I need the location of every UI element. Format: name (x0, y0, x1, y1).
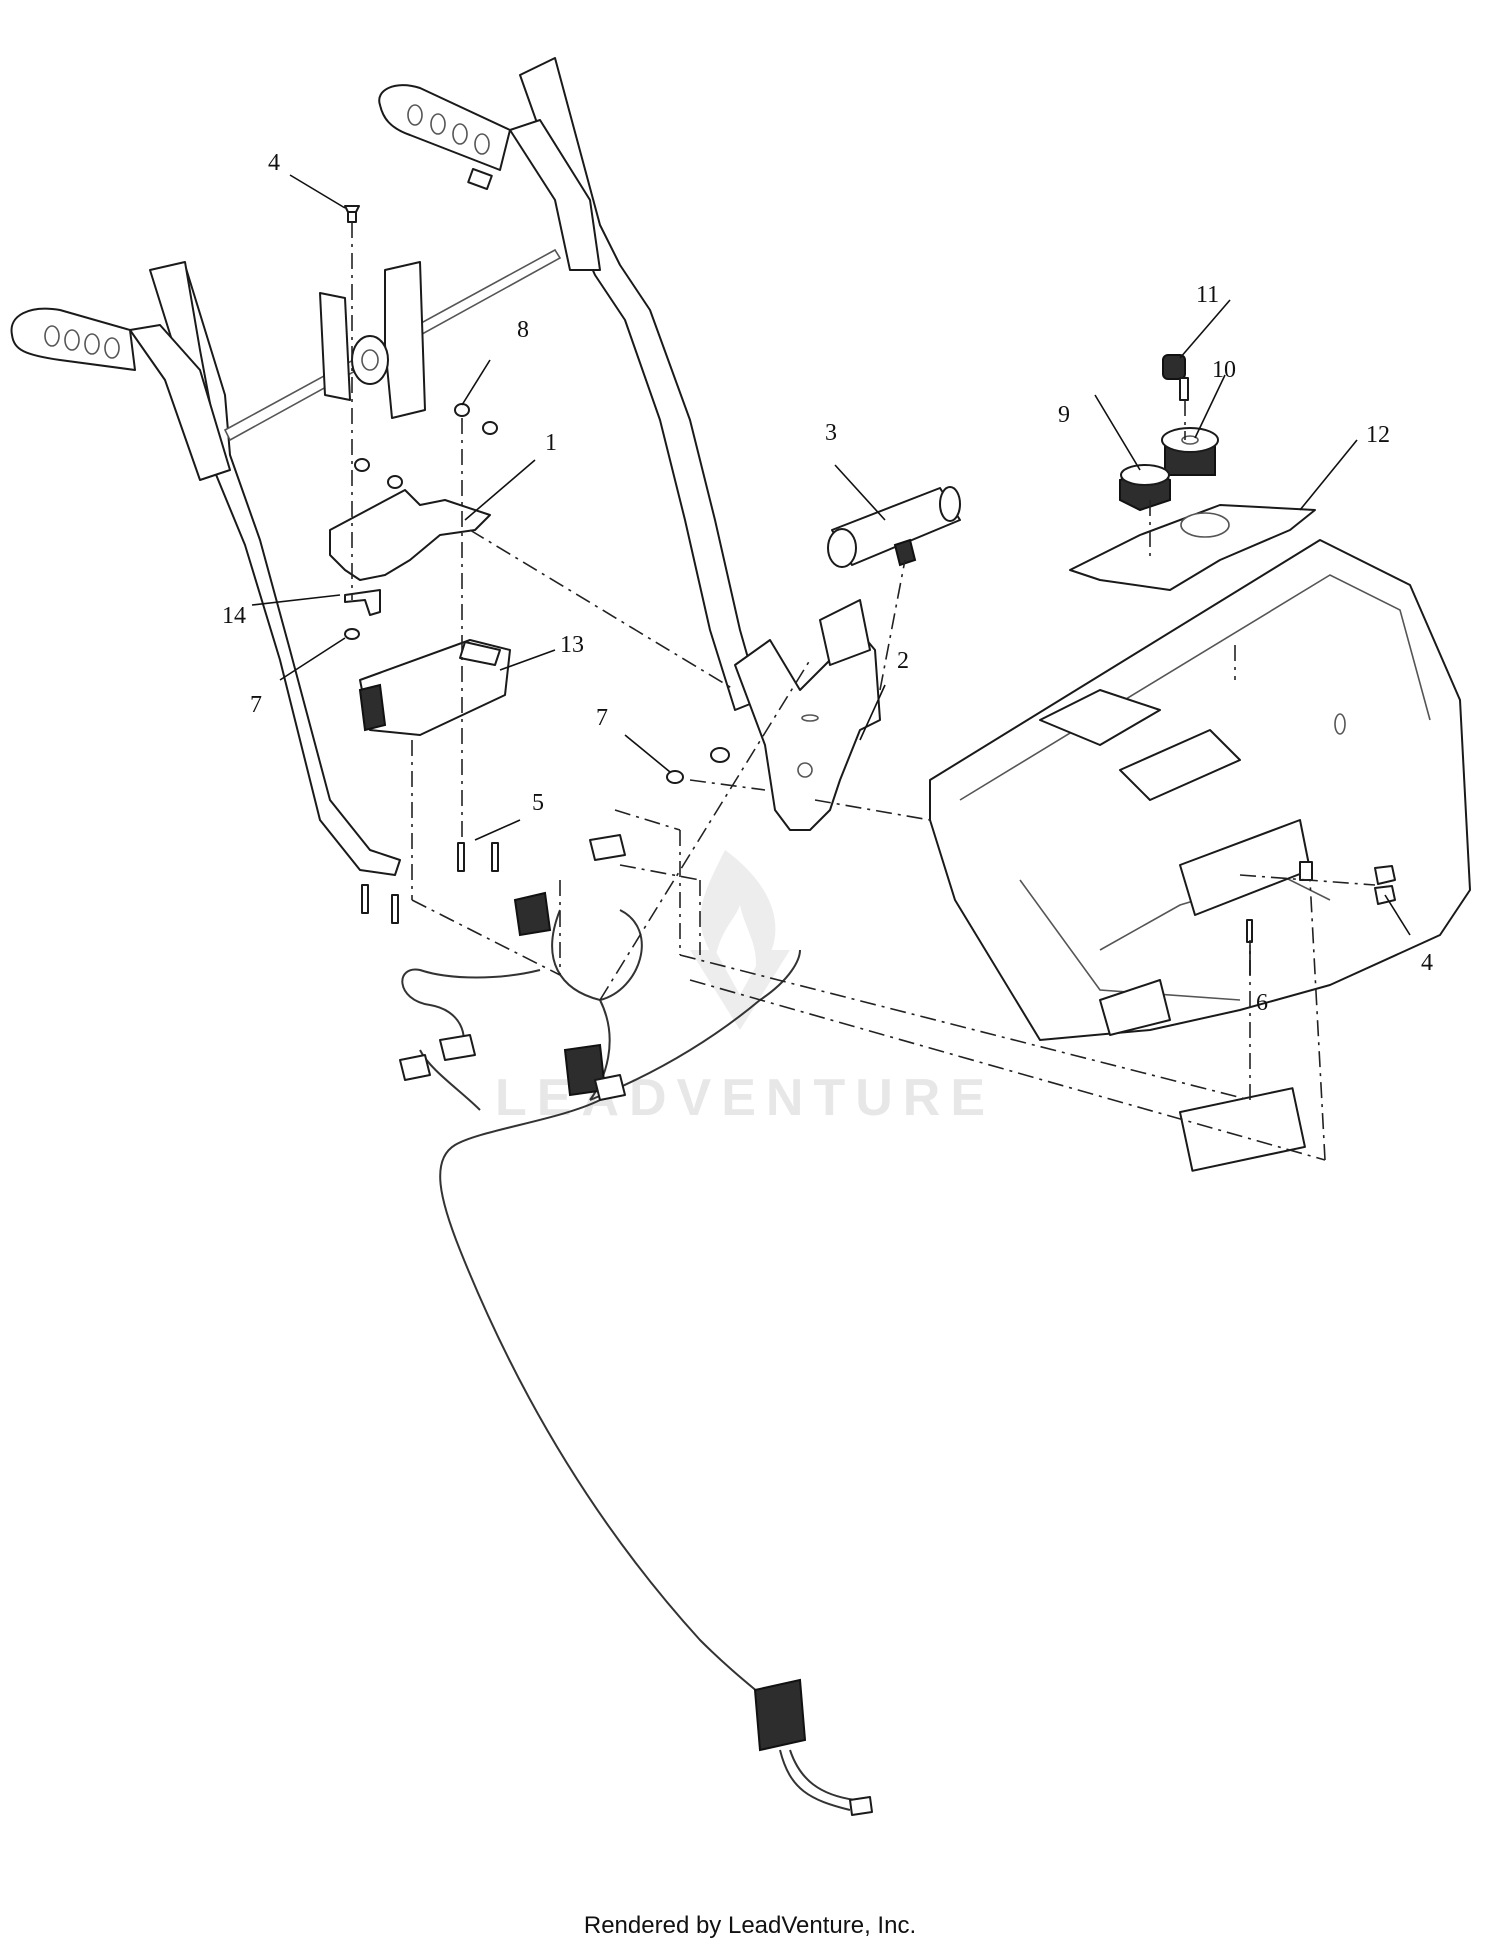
callout-1: 1 (545, 430, 557, 456)
callout-7-left: 7 (250, 692, 262, 718)
console-housing (929, 539, 1471, 1172)
control-module (358, 639, 511, 736)
callout-9: 9 (1058, 402, 1070, 428)
watermark-flame-logo (690, 850, 790, 1030)
headlight (827, 486, 961, 568)
ignition-key (1162, 354, 1189, 401)
callout-2: 2 (897, 648, 909, 674)
callout-8: 8 (517, 317, 529, 343)
callout-4-top: 4 (268, 150, 280, 176)
cable-bracket (319, 261, 426, 419)
callout-12: 12 (1366, 422, 1390, 448)
top-cover-panel (1069, 504, 1316, 591)
wiring-harness (399, 834, 873, 1816)
leader-lines (251, 174, 1411, 975)
callout-3: 3 (825, 420, 837, 446)
callout-7-center: 7 (596, 705, 608, 731)
mounting-bracket (734, 599, 881, 831)
callout-11: 11 (1196, 282, 1219, 308)
fasteners (344, 205, 1396, 943)
callout-10: 10 (1212, 357, 1236, 383)
callout-14: 14 (222, 603, 246, 629)
handlebar-assembly (10, 57, 761, 876)
plate-bracket (329, 489, 491, 581)
callout-5: 5 (532, 790, 544, 816)
callout-4-right: 4 (1421, 950, 1433, 976)
control-knob (1119, 464, 1171, 512)
callout-6: 6 (1256, 990, 1268, 1016)
leadventure-watermark: LEADVENTURE (495, 850, 985, 1127)
callouts: 4 8 1 3 2 7 5 9 10 11 12 13 14 7 6 4 (222, 150, 1433, 1016)
footer-credit: Rendered by LeadVenture, Inc. (583, 1912, 917, 1939)
ignition-switch (1161, 427, 1219, 476)
callout-13: 13 (560, 632, 584, 658)
